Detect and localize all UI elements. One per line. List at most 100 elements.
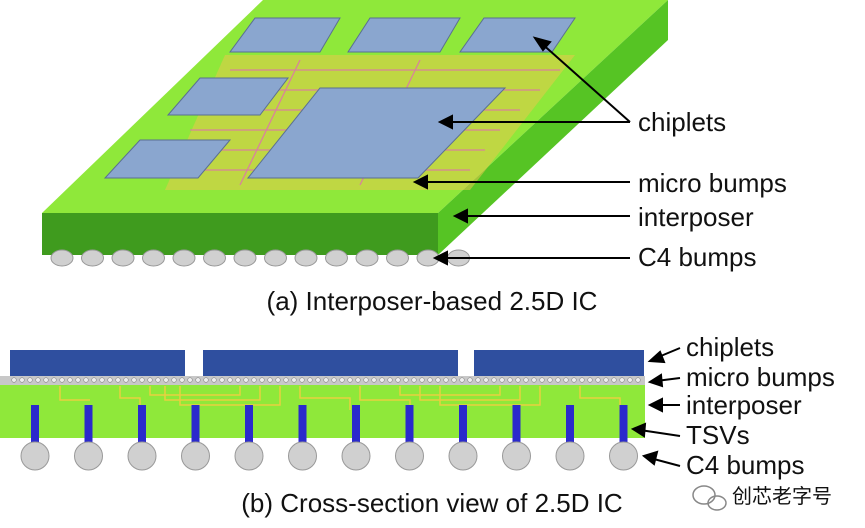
c4-bumps-top	[50, 249, 470, 267]
micro-bump	[35, 377, 41, 383]
label-micro-bumps-a: micro bumps	[638, 168, 787, 198]
micro-bump	[587, 377, 593, 383]
micro-bump	[603, 377, 609, 383]
micro-bump	[187, 377, 193, 383]
micro-bump	[283, 377, 289, 383]
watermark-text: 创芯老字号	[732, 485, 832, 508]
micro-bump	[619, 377, 625, 383]
micro-bump	[347, 377, 353, 383]
micro-bump	[99, 377, 105, 383]
micro-bump	[235, 377, 241, 383]
caption-a: (a) Interposer-based 2.5D IC	[267, 286, 598, 316]
c4-bump	[181, 441, 210, 471]
c4-bump	[395, 441, 424, 471]
label-interposer-b: interposer	[686, 390, 802, 420]
c4-bump	[502, 441, 531, 471]
cross-section-view: chiplets micro bumps interposer TSVs C4 …	[0, 332, 835, 518]
micro-bump	[267, 377, 273, 383]
chiplet-cross	[474, 350, 644, 376]
micro-bump	[11, 377, 17, 383]
interposer-cross	[0, 383, 645, 438]
micro-bumps-strip	[0, 376, 645, 385]
c4-bump	[172, 249, 196, 267]
label-tsvs-b: TSVs	[686, 420, 750, 450]
chiplets-top	[103, 17, 576, 179]
c4-bump	[20, 441, 50, 471]
micro-bump	[555, 377, 561, 383]
watermark: 创芯老字号	[692, 485, 832, 511]
micro-bump	[579, 377, 585, 383]
micro-bump	[371, 377, 377, 383]
c4-bump	[74, 441, 103, 471]
micro-bump	[131, 377, 137, 383]
micro-bump	[475, 377, 481, 383]
micro-bump	[27, 377, 33, 383]
top-view: chiplets micro bumps interposer C4 bumps…	[42, 0, 787, 316]
chiplet	[347, 17, 461, 53]
micro-bump	[539, 377, 545, 383]
micro-bump	[563, 377, 569, 383]
micro-bump	[595, 377, 601, 383]
micro-bump	[491, 377, 497, 383]
c4-bump	[609, 441, 638, 471]
micro-bump	[419, 377, 425, 383]
micro-bump	[451, 377, 457, 383]
micro-bump	[331, 377, 337, 383]
micro-bump	[59, 377, 65, 383]
c4-bump	[325, 249, 348, 267]
micro-bump	[459, 377, 465, 383]
micro-bump	[515, 377, 521, 383]
c4-bump	[355, 249, 379, 267]
micro-bump	[299, 377, 305, 383]
micro-bump	[275, 377, 281, 383]
tsv	[352, 405, 360, 442]
micro-bump	[83, 377, 89, 383]
micro-bump	[531, 377, 537, 383]
micro-bump	[243, 377, 249, 383]
chiplet-large	[246, 87, 507, 179]
top-arrows	[412, 36, 631, 266]
c4-bump	[203, 249, 226, 267]
chiplet-cross	[203, 350, 458, 376]
micro-bump	[403, 377, 409, 383]
tsv	[191, 405, 200, 442]
micro-bump	[91, 377, 97, 383]
label-chiplets-b: chiplets	[686, 332, 774, 362]
micro-bump	[75, 377, 81, 383]
c4-bump	[81, 249, 104, 267]
micro-bump	[387, 377, 393, 383]
micro-bump	[51, 377, 57, 383]
interposer-front-face	[42, 213, 438, 255]
label-interposer-a: interposer	[638, 202, 754, 232]
c4-bump	[234, 441, 264, 471]
micro-bump	[355, 377, 361, 383]
micro-bump	[547, 377, 553, 383]
micro-bump	[291, 377, 297, 383]
interposer-side-face	[438, 0, 668, 255]
micro-bump	[363, 377, 369, 383]
micro-bump	[411, 377, 417, 383]
micro-bump	[635, 377, 641, 383]
micro-bump	[499, 377, 505, 383]
c4-bump	[233, 249, 257, 267]
caption-b: (b) Cross-section view of 2.5D IC	[241, 488, 622, 518]
c4-bump	[448, 441, 478, 471]
micro-bump	[427, 377, 433, 383]
tsv	[405, 405, 414, 442]
micro-bump	[203, 377, 209, 383]
micro-bump	[467, 377, 473, 383]
tsv	[566, 405, 574, 442]
micro-bump	[307, 377, 313, 383]
chiplet	[103, 139, 232, 179]
c4-bump	[341, 441, 371, 471]
c4-bump	[142, 249, 165, 267]
tsv	[459, 405, 467, 442]
micro-bump	[163, 377, 169, 383]
micro-bump	[443, 377, 449, 383]
tsv	[619, 405, 628, 442]
label-c4-bumps-b: C4 bumps	[686, 450, 805, 480]
micro-bump	[107, 377, 113, 383]
micro-bump	[627, 377, 633, 383]
micro-bump	[171, 377, 177, 383]
c4-bump	[294, 249, 318, 267]
